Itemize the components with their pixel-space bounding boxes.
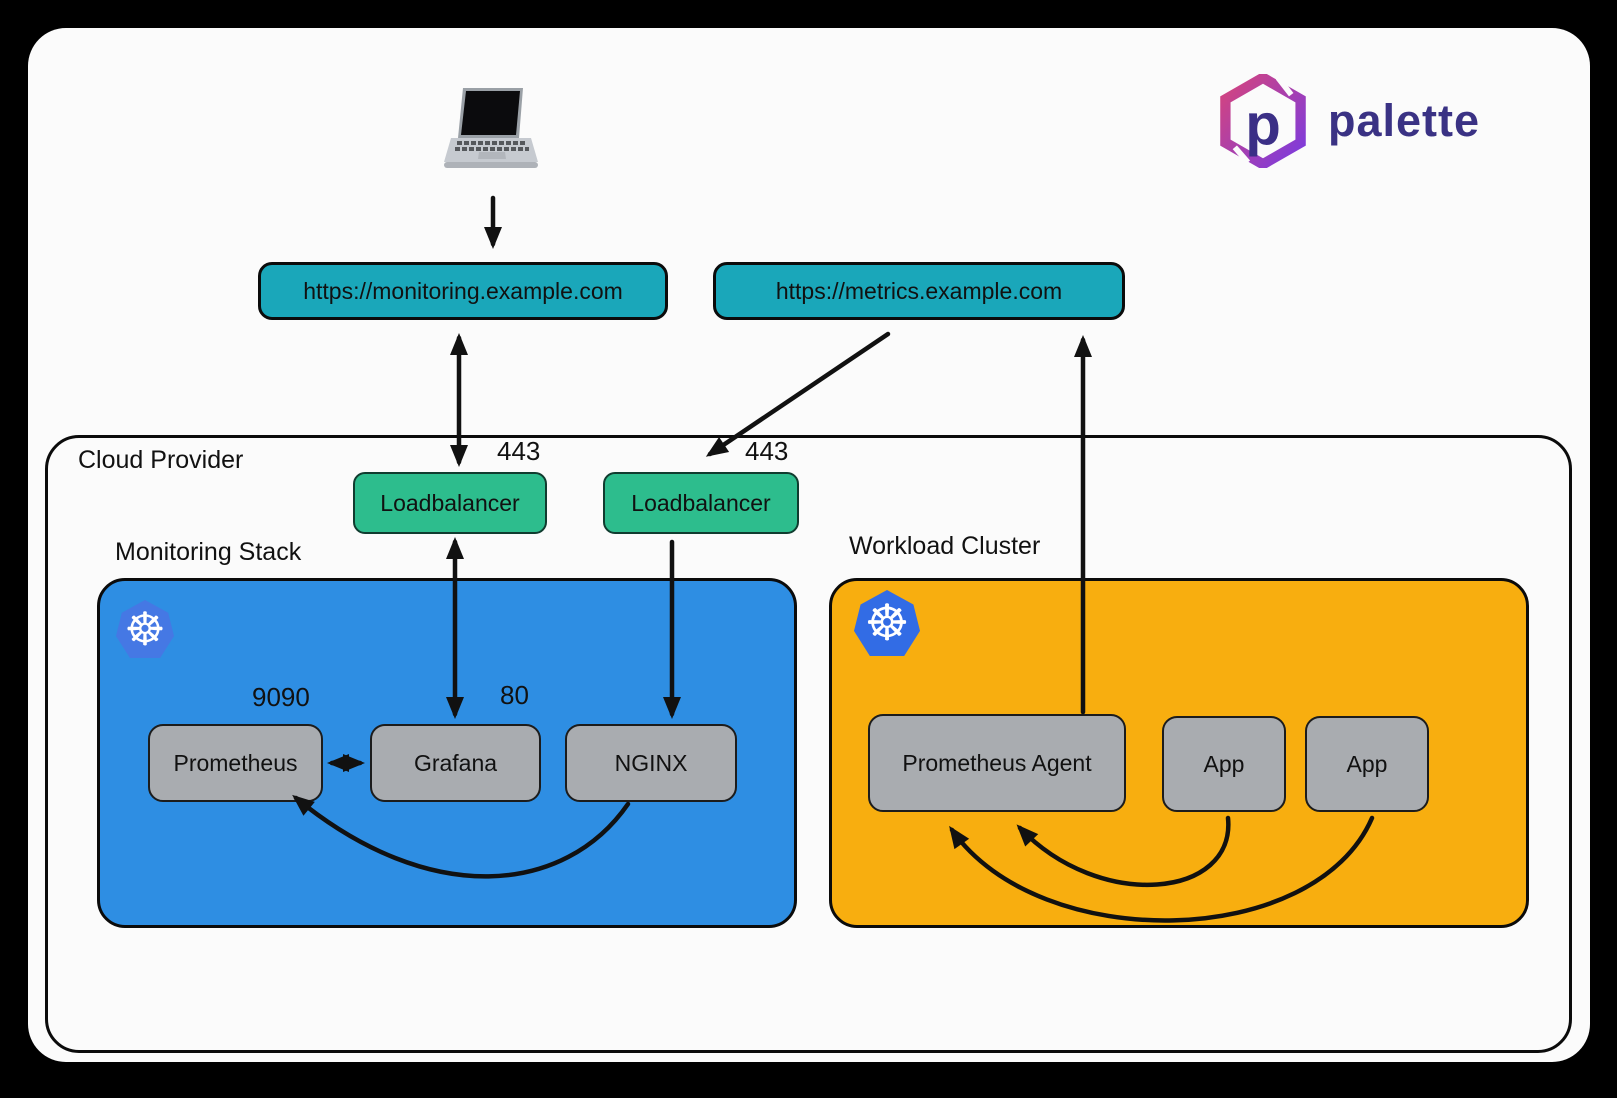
cloud-provider-label: Cloud Provider (78, 446, 244, 474)
monitoring-stack-label: Monitoring Stack (115, 538, 302, 566)
loadbalancer-node-2: Loadbalancer (603, 472, 799, 534)
palette-logo: p palette (1216, 74, 1480, 168)
url-node-metrics-label: https://metrics.example.com (775, 277, 1063, 304)
workload-cluster-label: Workload Cluster (849, 532, 1041, 560)
node-app-2-label: App (1346, 750, 1388, 777)
url-node-monitoring: https://monitoring.example.com (258, 262, 668, 320)
node-app-2: App (1305, 716, 1429, 812)
loadbalancer-node-1: Loadbalancer (353, 472, 547, 534)
node-nginx-label: NGINX (614, 749, 688, 776)
palette-logo-icon: p (1220, 74, 1306, 168)
loadbalancer-1-label: Loadbalancer (380, 489, 520, 516)
node-prometheus-agent-label: Prometheus Agent (902, 749, 1092, 776)
port-label-grafana: 80 (500, 680, 529, 710)
port-label-lb1: 443 (497, 436, 541, 466)
node-app-1: App (1162, 716, 1286, 812)
loadbalancer-2-label: Loadbalancer (631, 489, 771, 516)
node-prometheus-label: Prometheus (173, 749, 298, 776)
node-grafana: Grafana (370, 724, 541, 802)
url-node-metrics: https://metrics.example.com (713, 262, 1125, 320)
node-app-1-label: App (1203, 750, 1245, 777)
node-prometheus-agent: Prometheus Agent (868, 714, 1126, 812)
url-node-monitoring-label: https://monitoring.example.com (303, 277, 623, 304)
node-nginx: NGINX (565, 724, 737, 802)
palette-logo-text: palette (1328, 95, 1481, 146)
node-grafana-label: Grafana (413, 749, 498, 776)
laptop-icon (444, 88, 538, 168)
port-label-prometheus: 9090 (252, 682, 310, 712)
node-prometheus: Prometheus (148, 724, 323, 802)
svg-text:p: p (1245, 93, 1281, 158)
port-label-lb2: 443 (745, 436, 789, 466)
